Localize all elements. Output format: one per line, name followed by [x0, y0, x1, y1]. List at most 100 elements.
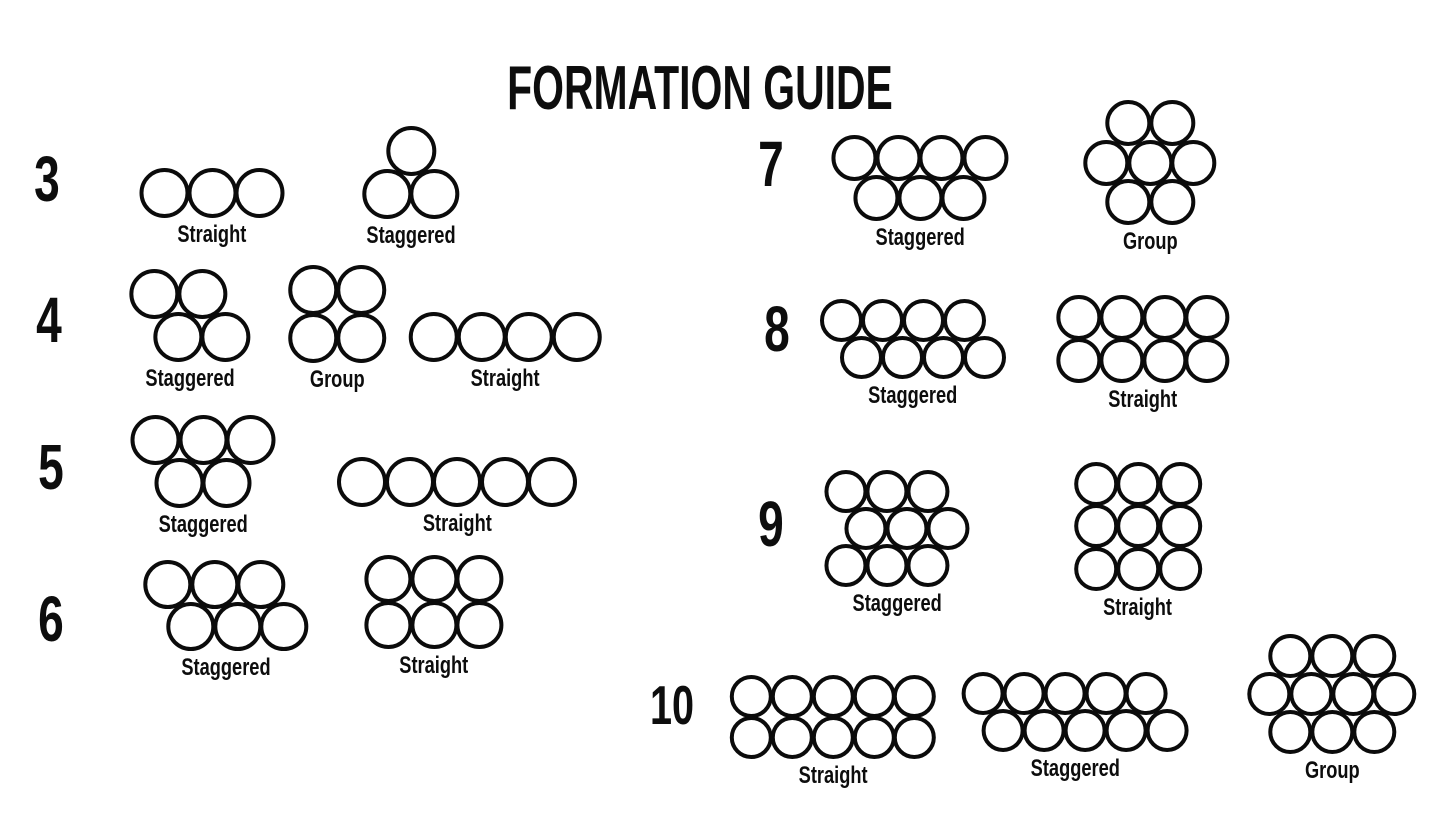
formation-label: Straight [470, 365, 540, 392]
circle [811, 716, 855, 760]
formation-circles [1056, 295, 1230, 384]
circle [1268, 709, 1313, 754]
circle [139, 168, 190, 218]
group-count-3: 3 [34, 143, 60, 215]
circle [335, 265, 386, 315]
circle [1063, 709, 1107, 752]
circle [1099, 338, 1145, 384]
circle [503, 312, 554, 362]
formation-circles [139, 168, 285, 218]
circle [893, 716, 937, 760]
circle [455, 601, 504, 650]
circle [922, 336, 966, 379]
circle [770, 716, 814, 760]
group-count-8: 8 [764, 293, 790, 365]
circle [1372, 671, 1417, 716]
formation-9-staggered: Staggered [824, 470, 970, 617]
formation-circles [1247, 634, 1417, 754]
formation-4-staggered: Staggered [129, 269, 251, 392]
formation-label: Group [309, 366, 365, 393]
group-count-7: 7 [758, 128, 784, 200]
circle [926, 507, 970, 550]
circle [154, 458, 205, 508]
circle [824, 544, 868, 587]
formation-circles [364, 555, 504, 650]
circle [1330, 671, 1375, 716]
formation-label: Staggered [868, 382, 958, 409]
circle [1124, 672, 1168, 715]
circle [1116, 462, 1160, 506]
group-count-6: 6 [38, 583, 64, 655]
circle [527, 457, 577, 507]
circle [178, 415, 228, 465]
circle [1056, 295, 1102, 340]
formation-label: Straight [798, 762, 868, 790]
circle [906, 544, 950, 587]
formation-7-group: Group [1083, 100, 1217, 255]
circle [770, 675, 814, 718]
group-count-9: 9 [758, 488, 784, 560]
circle [153, 312, 204, 362]
circle [409, 169, 460, 219]
formation-label: Straight [1103, 593, 1173, 621]
circle [918, 135, 965, 181]
circle [853, 174, 900, 221]
circle [130, 415, 181, 465]
formation-label: Staggered [366, 222, 456, 249]
circle [852, 716, 896, 760]
circle [875, 135, 922, 181]
circle [1309, 709, 1354, 754]
circle [1074, 546, 1119, 591]
circle [479, 457, 530, 507]
circle [1099, 295, 1145, 340]
formation-5-straight: Straight [337, 457, 577, 537]
circle [1148, 100, 1195, 146]
circle [201, 458, 252, 508]
circle [129, 269, 180, 319]
circle [166, 602, 216, 652]
circle [963, 336, 1006, 379]
circle [865, 544, 909, 587]
formation-label: Staggered [181, 654, 271, 682]
circle [456, 312, 507, 362]
formation-label: Straight [177, 221, 247, 248]
formation-label: Straight [399, 652, 469, 680]
circle [288, 265, 339, 315]
formation-label: Straight [1108, 386, 1178, 414]
circle [288, 313, 339, 363]
circle [881, 336, 925, 379]
circle [1157, 462, 1202, 506]
formation-label: Straight [422, 510, 492, 537]
circle [831, 135, 878, 181]
circle [981, 709, 1025, 752]
formation-circles [408, 312, 602, 362]
circle [852, 675, 896, 718]
circle [410, 601, 458, 650]
circle [1105, 100, 1152, 146]
circle [729, 716, 773, 760]
group-count-5: 5 [38, 431, 64, 503]
formation-label: Staggered [852, 590, 942, 617]
circle [1022, 709, 1066, 752]
formation-circles [143, 560, 309, 652]
formation-circles [130, 415, 276, 508]
circle [335, 313, 386, 363]
circle [337, 457, 387, 507]
formation-circles [824, 470, 970, 587]
circle [410, 555, 458, 603]
formation-10-group: Group [1247, 634, 1417, 784]
formation-3-straight: Straight [139, 168, 285, 248]
circle [893, 675, 937, 718]
circle [1157, 504, 1202, 549]
circle [176, 269, 227, 319]
formation-4-straight: Straight [408, 312, 602, 392]
circle [942, 299, 986, 342]
circle [1309, 634, 1354, 678]
formation-8-straight: Straight [1056, 295, 1230, 414]
formation-circles [831, 135, 1009, 221]
formation-7-staggered: Staggered [831, 135, 1009, 251]
circle [1247, 671, 1292, 716]
circle [213, 602, 263, 652]
circle [1105, 179, 1152, 226]
